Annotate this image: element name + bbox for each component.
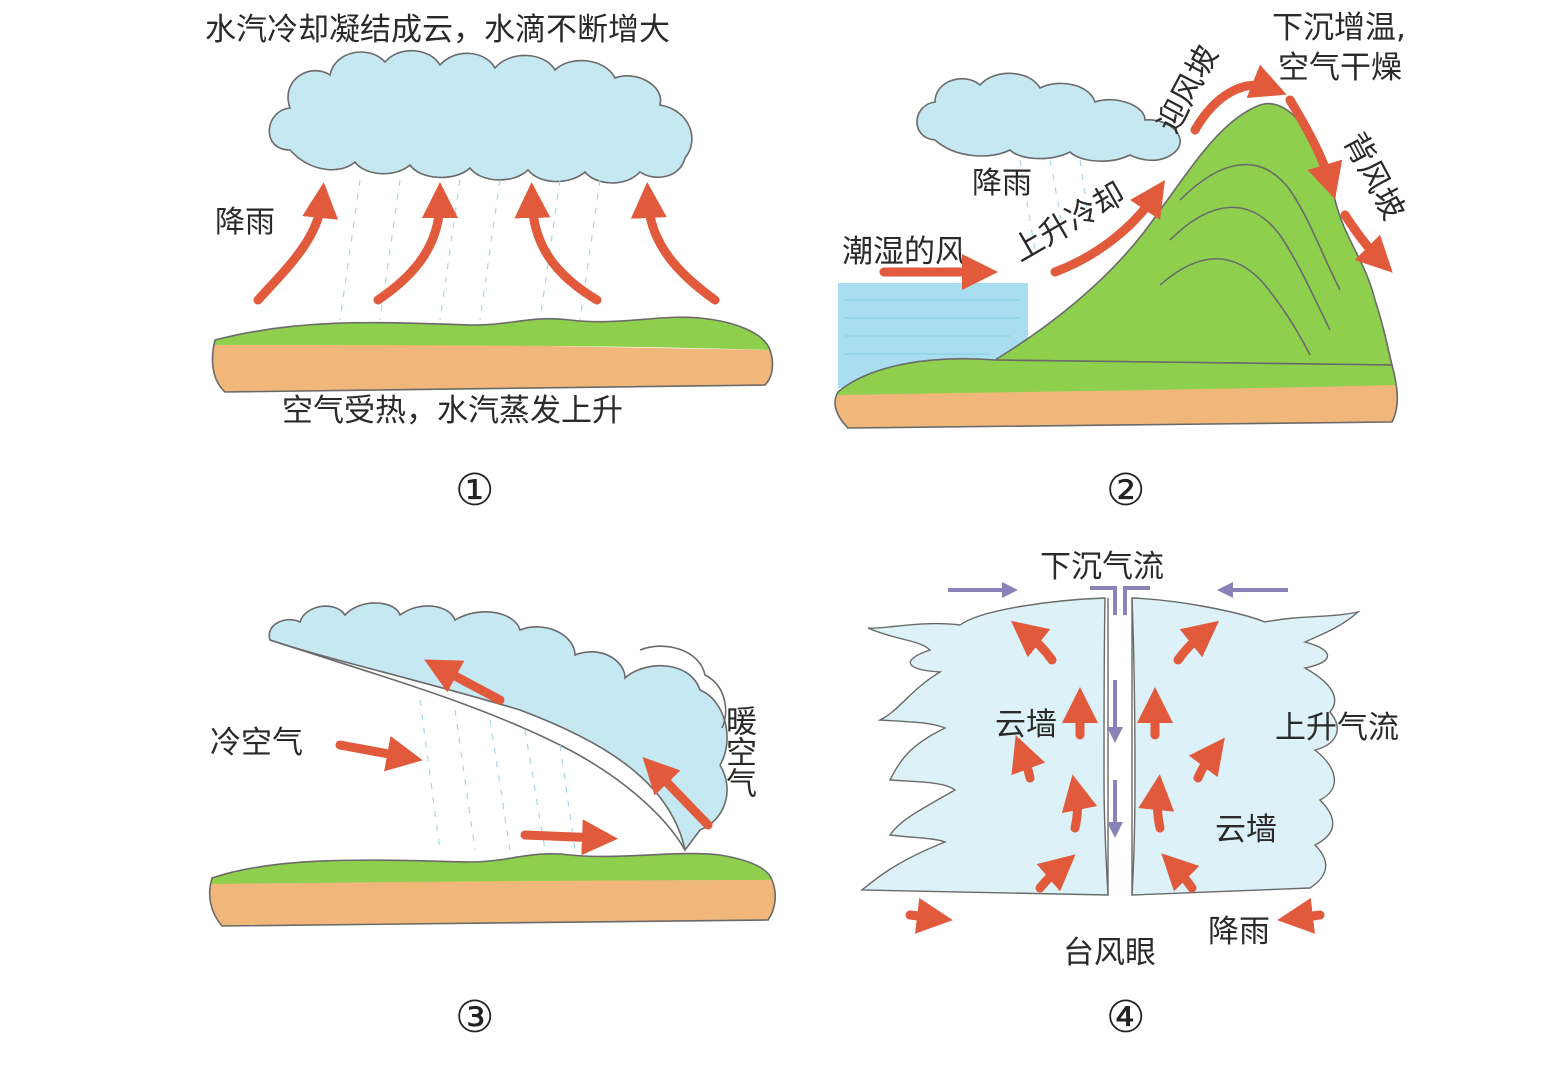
panel2-mountain [992, 102, 1394, 366]
panel2-leeward-arrow [1340, 210, 1393, 273]
panel-1-convection-rain: 水汽冷却凝结成云，水滴不断增大 降雨 空气受热，水汽蒸发上升 [205, 12, 774, 516]
panel2-sea-waves [845, 299, 1020, 355]
panel1-bottom-label: 空气受热，水汽蒸发上升 [282, 393, 623, 429]
panel-3-frontal-rain: 冷空气 暖空气 ③ [208, 602, 777, 1043]
panel4-downdraft-label: 下沉气流 [1040, 549, 1164, 585]
panel2-rain-label: 降雨 [972, 166, 1032, 201]
panel2-descend-arrow [1285, 95, 1343, 200]
panel2-top-arrow [1190, 64, 1287, 135]
panel4-updraft-label: 上升气流 [1275, 710, 1399, 746]
panel3-warm-air-text: 暖空气 [720, 705, 757, 798]
panel3-arrows [335, 659, 713, 856]
panel4-cloud-wall-label-1: 云墙 [995, 707, 1057, 743]
panel2-rain [1019, 159, 1091, 251]
panel4-left-cloud-wall [860, 597, 1109, 896]
panel4-cloud-wall-label-2: 云墙 [1215, 812, 1277, 848]
panel3-number: ③ [455, 992, 494, 1043]
panel2-descend-label-1: 下沉增温, [1272, 10, 1406, 46]
panel4-rain-label: 降雨 [1208, 914, 1270, 950]
panel2-leeward-label: 背风坡 [1336, 127, 1411, 226]
panel3-cold-air-label: 冷空气 [210, 725, 303, 761]
panel2-windward-label: 迎风坡 [1150, 40, 1225, 139]
panel1-cloud [268, 49, 693, 184]
panel4-eye-label: 台风眼 [1063, 935, 1156, 971]
panel3-warm-air-label: 暖空气 [720, 705, 757, 798]
panel2-cloud [916, 72, 1181, 162]
panel1-rain-label: 降雨 [215, 205, 275, 240]
panel-4-typhoon-rain: 下沉气流 云墙 上升气流 云墙 降雨 台风眼 [860, 549, 1399, 1043]
panel1-ground [211, 316, 774, 393]
panel2-descend-label-2: 空气干燥 [1278, 50, 1402, 86]
panel2-rise-arrow [1050, 180, 1165, 277]
panel3-cloud [268, 602, 728, 852]
panel2-moist-wind-label: 潮湿的风 [842, 234, 966, 270]
panel2-number: ② [1106, 465, 1145, 516]
panel4-updraft-arrows [905, 620, 1325, 934]
panel4-downdraft-arrows [948, 582, 1288, 838]
panel1-rising-arrows [253, 182, 720, 305]
panel1-number: ① [455, 465, 494, 516]
panel2-ground [834, 357, 1399, 429]
panel1-top-label: 水汽冷却凝结成云，水滴不断增大 [205, 12, 670, 48]
panel3-ground [208, 852, 777, 927]
panel4-number: ④ [1106, 992, 1145, 1043]
panel-2-orographic-rain: 降雨 潮湿的风 上升冷却 迎风坡 下沉增温, 空气干燥 背风坡 ② [834, 10, 1411, 516]
panel4-right-cloud-wall [1131, 597, 1361, 896]
